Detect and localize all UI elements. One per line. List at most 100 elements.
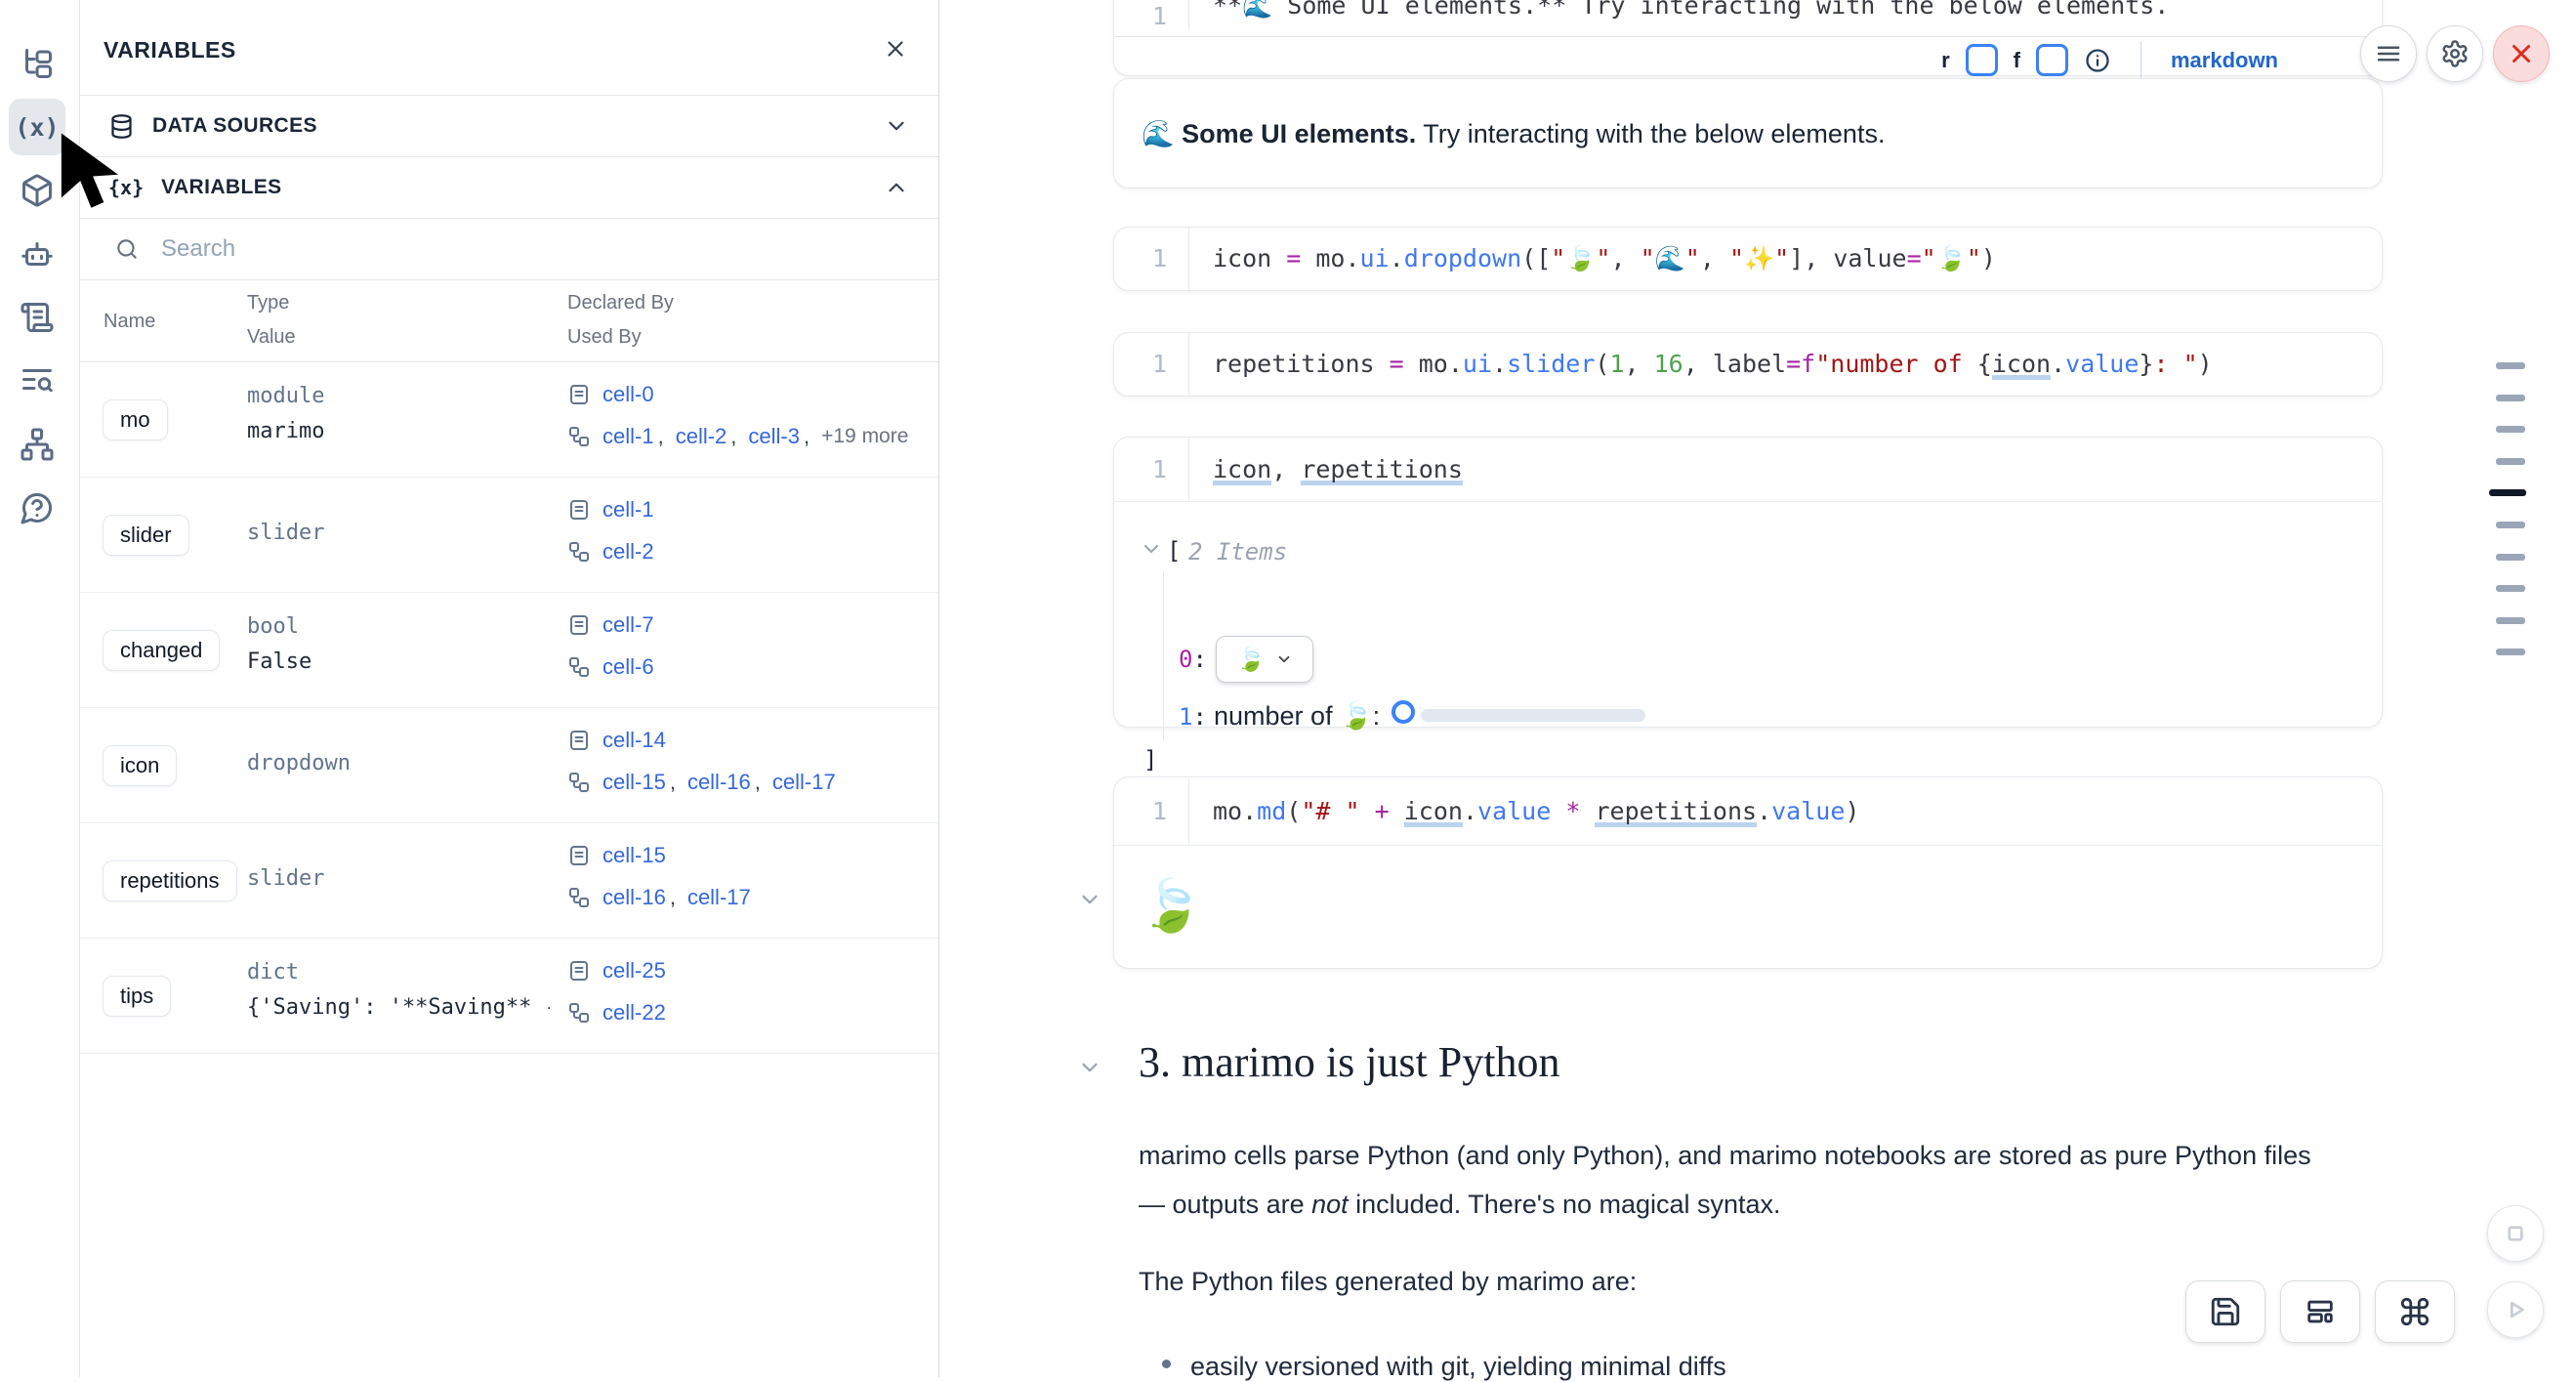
format-checkbox[interactable] bbox=[2035, 44, 2068, 76]
cell-markdown-editor[interactable]: 1 **🌊 Some UI elements.** Try interactin… bbox=[1113, 0, 2383, 79]
sidebar-item-packages[interactable] bbox=[9, 162, 65, 219]
settings-button[interactable] bbox=[2427, 25, 2483, 82]
variable-name-chip[interactable]: changed bbox=[103, 629, 221, 671]
variable-name-chip[interactable]: repetitions bbox=[103, 859, 237, 901]
minimap-dash[interactable] bbox=[2496, 649, 2525, 656]
sidebar-item-dependencies[interactable] bbox=[9, 416, 65, 473]
minimap-dash[interactable] bbox=[2496, 616, 2525, 624]
repetitions-slider-track[interactable] bbox=[1421, 709, 1645, 722]
cell-link[interactable]: cell-2 bbox=[602, 539, 654, 564]
cell-link[interactable]: cell-16 bbox=[602, 885, 666, 909]
declared-by: cell-14 bbox=[567, 728, 666, 753]
declared-by: cell-0 bbox=[567, 382, 654, 407]
minimap-dash[interactable] bbox=[2496, 585, 2525, 593]
variable-name-chip[interactable]: mo bbox=[103, 398, 168, 440]
minimap-dash[interactable] bbox=[2496, 426, 2525, 434]
col-declared-by: Declared By bbox=[567, 292, 674, 314]
declared-by: cell-15 bbox=[567, 843, 666, 868]
minimap-dash[interactable] bbox=[2496, 553, 2525, 561]
minimap-dash[interactable] bbox=[2496, 362, 2525, 369]
cell-link[interactable]: cell-17 bbox=[686, 885, 751, 909]
items-count: 2 Items bbox=[1188, 538, 1288, 565]
cell-md-leaf[interactable]: 1 mo.md("# " + icon.value * repetitions.… bbox=[1113, 776, 2383, 969]
variable-type: slider bbox=[247, 521, 325, 545]
icon-dropdown[interactable]: 🍃 bbox=[1216, 636, 1313, 683]
cell-dropdown-code[interactable]: 1 icon = mo.ui.dropdown(["🍃", "🌊", "✨"],… bbox=[1113, 227, 2383, 291]
box-icon bbox=[22, 174, 52, 207]
code-line[interactable]: repetitions = mo.ui.slider(1, 16, label=… bbox=[1188, 333, 2382, 396]
cell-link[interactable]: cell-15 bbox=[602, 843, 666, 867]
close-panel-button[interactable] bbox=[880, 33, 911, 64]
cell-link[interactable]: cell-6 bbox=[602, 654, 654, 679]
table-row: slider slider cell-1 cell-2 bbox=[79, 478, 938, 593]
cell-tuple-output[interactable]: 1 icon, repetitions [ 2 Items 0: 🍃 1: nu… bbox=[1113, 437, 2383, 774]
chevron-up-icon[interactable] bbox=[884, 175, 909, 200]
variable-name-chip[interactable]: icon bbox=[103, 744, 178, 786]
layout-button[interactable] bbox=[2280, 1280, 2360, 1343]
output-collapse-chevron[interactable] bbox=[1077, 887, 1102, 912]
reactive-checkbox[interactable] bbox=[1965, 44, 1998, 76]
md-bold-text: Some UI elements. bbox=[1182, 119, 1417, 148]
sidebar-item-snippets[interactable] bbox=[9, 289, 65, 346]
line-number: 1 bbox=[1151, 350, 1167, 378]
wave-emoji: 🌊 bbox=[1142, 119, 1183, 148]
variable-value: marimo bbox=[247, 419, 325, 443]
cell-link[interactable]: cell-22 bbox=[602, 1000, 666, 1025]
col-name: Name bbox=[104, 311, 156, 332]
notebook-menu-button[interactable] bbox=[2360, 25, 2417, 82]
sidebar-item-ai-assistant[interactable] bbox=[9, 226, 65, 282]
cell-link[interactable]: cell-0 bbox=[602, 382, 654, 406]
play-icon bbox=[2501, 1295, 2530, 1324]
minimap-dash[interactable] bbox=[2496, 394, 2525, 401]
cell-link[interactable]: cell-16 bbox=[686, 770, 751, 794]
cell-link[interactable]: cell-25 bbox=[602, 958, 666, 983]
cell-link[interactable]: cell-14 bbox=[602, 728, 666, 752]
section-data-sources[interactable]: DATA SOURCES bbox=[79, 96, 938, 157]
search-input[interactable] bbox=[159, 234, 903, 264]
divider bbox=[2140, 41, 2141, 79]
save-button[interactable] bbox=[2185, 1280, 2265, 1343]
stop-kernel-button[interactable] bbox=[2487, 1205, 2544, 1262]
sidebar-item-help[interactable] bbox=[9, 480, 65, 536]
sidebar-item-variables[interactable]: (x) bbox=[9, 99, 65, 155]
variables-search bbox=[79, 219, 938, 280]
code-line[interactable]: **🌊 Some UI elements.** Try interacting … bbox=[1188, 0, 2382, 30]
format-label: f bbox=[2013, 47, 2020, 72]
minimap-dash[interactable] bbox=[2496, 457, 2525, 465]
chevron-down-icon[interactable] bbox=[884, 113, 909, 139]
reference-icon bbox=[570, 385, 588, 404]
reference-icon bbox=[569, 542, 589, 562]
code-line[interactable]: icon = mo.ui.dropdown(["🍃", "🌊", "✨"], v… bbox=[1188, 228, 2382, 290]
bullet-item: easily versioned with git, yielding mini… bbox=[1162, 1352, 1726, 1382]
line-number: 1 bbox=[1151, 2, 1167, 30]
console-output: [ 2 Items 0: 🍃 1: number of 🍃: ] bbox=[1114, 502, 2382, 774]
cell-language-button[interactable]: markdown bbox=[2170, 47, 2278, 72]
cell-link[interactable]: cell-7 bbox=[602, 612, 654, 637]
info-icon[interactable] bbox=[2084, 47, 2111, 74]
code-line[interactable]: mo.md("# " + icon.value * repetitions.va… bbox=[1188, 777, 2382, 845]
sidebar-item-find-replace[interactable] bbox=[9, 353, 65, 409]
sidebar-item-file-explorer[interactable] bbox=[9, 35, 65, 92]
shutdown-button[interactable] bbox=[2493, 25, 2550, 82]
cell-link[interactable]: cell-1 bbox=[602, 424, 654, 448]
minimap-dash-active[interactable] bbox=[2489, 489, 2526, 497]
run-cells-button[interactable] bbox=[2487, 1281, 2544, 1338]
cell-link[interactable]: cell-3 bbox=[748, 424, 800, 448]
line-number: 1 bbox=[1151, 244, 1167, 272]
keyboard-shortcuts-button[interactable] bbox=[2375, 1280, 2455, 1343]
variable-name-chip[interactable]: tips bbox=[103, 975, 172, 1017]
cell-slider-code[interactable]: 1 repetitions = mo.ui.slider(1, 16, labe… bbox=[1113, 332, 2383, 397]
cell-link[interactable]: cell-2 bbox=[675, 424, 727, 448]
collapse-chevron-icon[interactable] bbox=[1140, 537, 1163, 561]
repetitions-slider-thumb[interactable] bbox=[1392, 700, 1415, 724]
code-line[interactable]: icon, repetitions bbox=[1188, 438, 2382, 501]
cell-link[interactable]: cell-17 bbox=[771, 770, 836, 794]
section-collapse-chevron[interactable] bbox=[1077, 1055, 1102, 1080]
minimap-dash[interactable] bbox=[2496, 522, 2525, 528]
cell-link[interactable]: cell-1 bbox=[602, 497, 654, 522]
cell-link[interactable]: cell-15 bbox=[602, 770, 666, 794]
section-heading: 3. marimo is just Python bbox=[1139, 1038, 1560, 1086]
section-variables[interactable]: {x} VARIABLES bbox=[79, 157, 938, 219]
variable-name-chip[interactable]: slider bbox=[103, 514, 189, 556]
bracket-close: ] bbox=[1143, 746, 1158, 774]
